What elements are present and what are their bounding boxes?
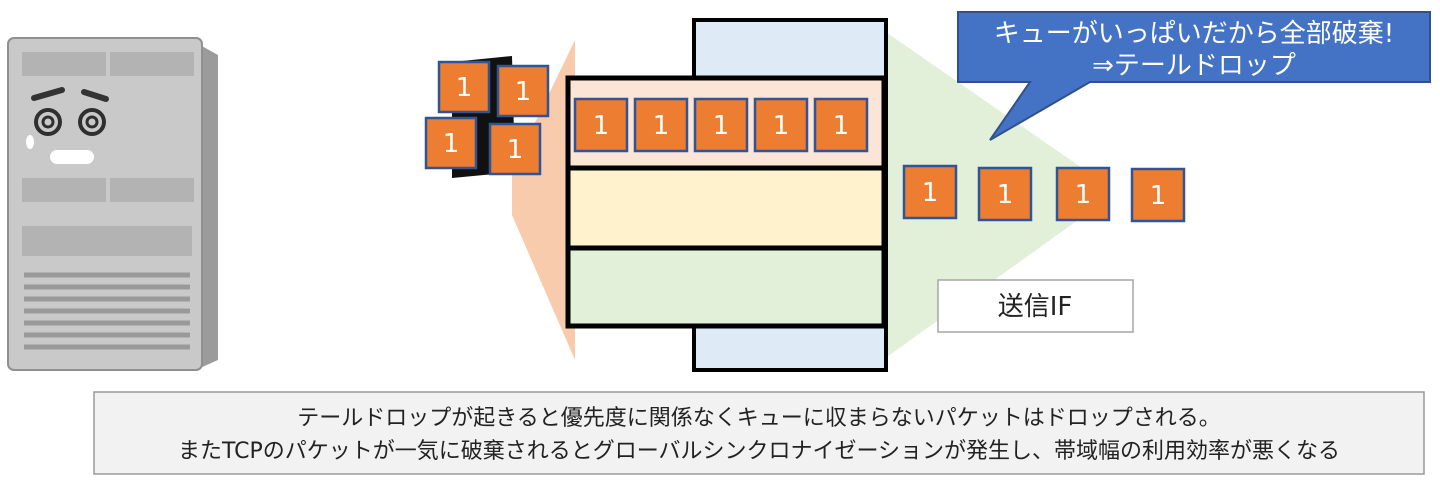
queued-packet: 1 [633,97,689,153]
queued-packet: 1 [753,97,809,153]
packet-label: 1 [593,111,610,141]
packet-label: 1 [515,77,532,107]
queue-low-priority [565,245,887,329]
callout-line2: ⇒テールドロップ [1092,51,1296,81]
packet-label: 1 [713,111,730,141]
caption-line2: またTCPのパケットが一気に破棄されるとグローバルシンクロナイゼーションが発生し… [178,439,1340,464]
caption-box [93,391,1425,475]
interface-label: 送信IF [998,292,1073,322]
transmitted-packet: 1 [1130,167,1186,223]
packet-label: 1 [507,135,524,165]
queued-packet: 1 [693,97,749,153]
dropped-packet: 1 [496,64,550,118]
packet-label: 1 [773,111,790,141]
packet-label: 1 [1075,180,1092,210]
queued-packet: 1 [813,97,869,153]
packet-label: 1 [833,111,850,141]
transmitted-packet: 1 [977,166,1033,222]
server-icon [7,37,218,371]
callout-line1: キューがいっぱいだから全部破棄! [994,19,1394,49]
queue-medium-priority [565,165,887,251]
transmitted-packet: 1 [1055,166,1111,222]
input-funnel [512,40,575,360]
dropped-packet: 1 [488,122,542,176]
packet-label: 1 [456,73,473,103]
packet-label: 1 [443,129,460,159]
callout-bubble: キューがいっぱいだから全部破棄! ⇒テールドロップ [957,11,1431,141]
interface-label-box [937,279,1134,333]
packet-label: 1 [997,180,1014,210]
transmitted-packet: 1 [902,164,958,220]
packet-label: 1 [922,178,939,208]
packet-label: 1 [1150,181,1167,211]
queued-packet: 1 [573,97,629,153]
caption-line1: テールドロップが起きると優先度に関係なくキューに収まらないパケットはドロップされ… [297,406,1221,431]
packets-layer: 1 1 1 1 1 1 1 1 1 1 1 1 1 [424,60,1186,223]
dropped-packet: 1 [424,116,478,170]
packet-label: 1 [653,111,670,141]
dropped-packet: 1 [437,60,491,114]
